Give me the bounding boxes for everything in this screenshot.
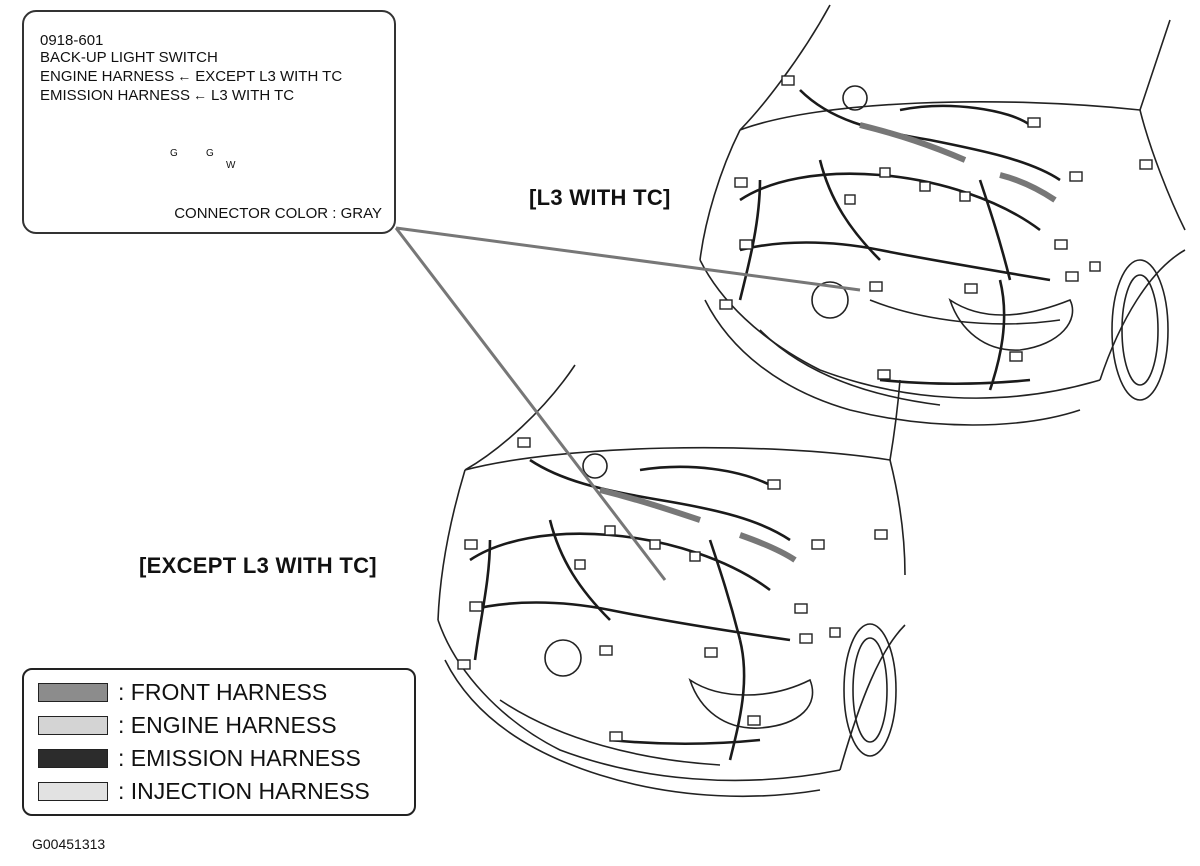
harness-wires-top: [738, 89, 1061, 391]
legend-label: : ENGINE HARNESS: [118, 711, 337, 738]
emission-harness-line: EMISSION HARNESS←L3 WITH TC: [40, 86, 294, 105]
harness-wires-bottom: [469, 458, 791, 761]
legend-swatch: [38, 781, 108, 801]
callout-box: 0918-601 BACK-UP LIGHT SWITCH ENGINE HAR…: [22, 10, 396, 234]
car-bottom-except-l3: [437, 364, 906, 798]
emission-harness-condition: L3 WITH TC: [211, 87, 295, 104]
car-top-l3-with-tc: [699, 4, 1186, 426]
connectors-top: [719, 75, 1153, 380]
legend-label: : EMISSION HARNESS: [118, 744, 361, 771]
arrow-left-icon: ←: [177, 68, 192, 84]
connector-title: BACK-UP LIGHT SWITCH: [40, 49, 218, 66]
callout-leader-lines: [394, 226, 861, 581]
pin-label-4: W: [226, 160, 236, 171]
connector-code: 0918-601: [40, 32, 104, 49]
engine-harness-condition: EXCEPT L3 WITH TC: [195, 68, 343, 85]
engine-harness-label: ENGINE HARNESS: [40, 68, 175, 85]
engine-harness-line: ENGINE HARNESS←EXCEPT L3 WITH TC: [40, 67, 342, 86]
arrow-left-icon: ←: [193, 87, 208, 103]
legend-swatch: [38, 715, 108, 735]
view-label-l3-with-tc: [L3 WITH TC]: [529, 185, 671, 210]
legend-item-injection-harness: : INJECTION HARNESS: [38, 778, 370, 804]
legend-swatch: [38, 748, 108, 768]
emission-harness-label: EMISSION HARNESS: [40, 87, 191, 104]
connectors-bottom: [457, 437, 888, 742]
pin-label-2: B: [190, 160, 197, 171]
legend-label: : FRONT HARNESS: [118, 678, 328, 705]
harness-front-bottom: [599, 487, 797, 563]
pin-label-1: G: [170, 148, 178, 159]
view-label-except-l3-with-tc: [EXCEPT L3 WITH TC]: [139, 553, 377, 578]
legend-label: : INJECTION HARNESS: [118, 777, 370, 804]
harness-legend: : FRONT HARNESS : ENGINE HARNESS : EMISS…: [22, 668, 416, 816]
connector-color: CONNECTOR COLOR : GRAY: [174, 205, 382, 222]
figure-id: G00451313: [32, 836, 106, 852]
pin-label-3: G: [206, 148, 214, 159]
legend-item-emission-harness: : EMISSION HARNESS: [38, 745, 361, 771]
legend-item-front-harness: : FRONT HARNESS: [38, 679, 327, 705]
harness-front-top: [859, 122, 1057, 203]
legend-item-engine-harness: : ENGINE HARNESS: [38, 712, 337, 738]
legend-swatch: [38, 682, 108, 702]
